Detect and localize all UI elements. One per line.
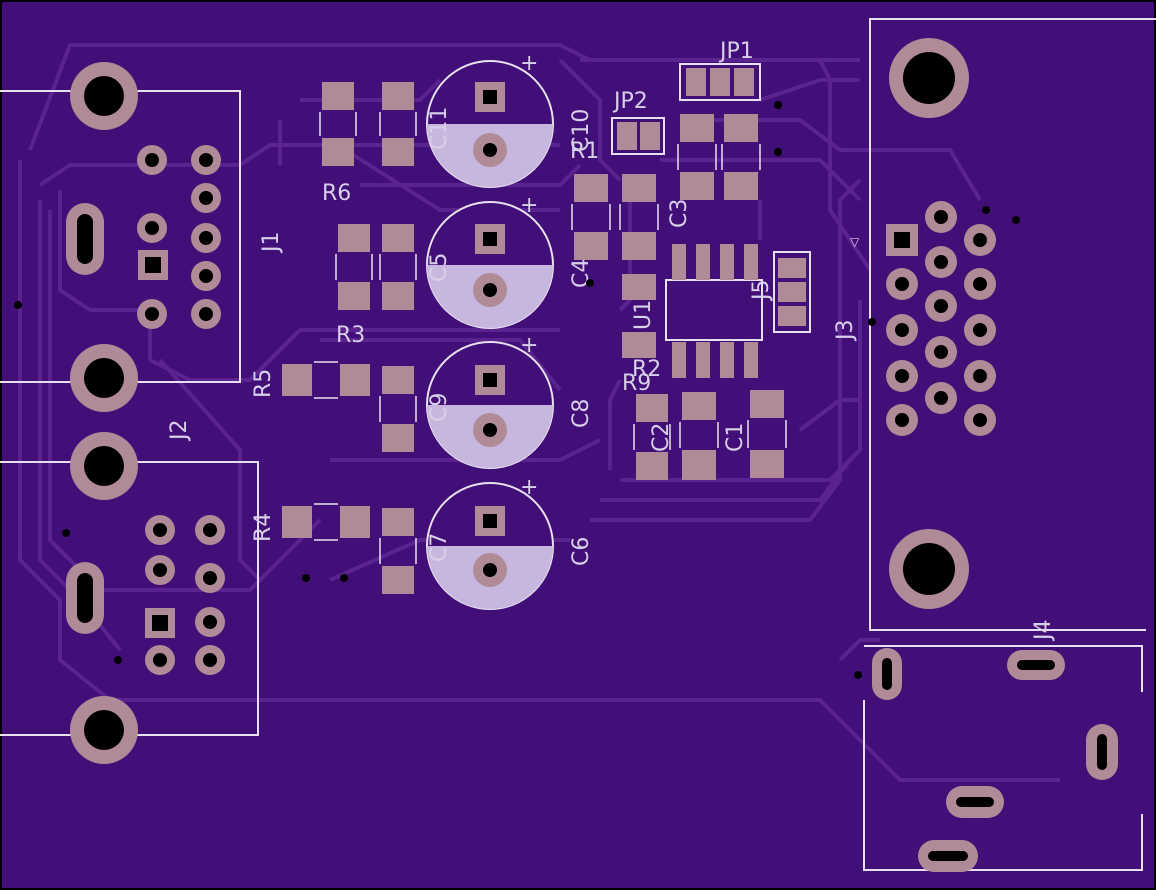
label-jp1: JP1 [718, 39, 754, 64]
j2-connector[interactable] [0, 432, 259, 764]
label-j3: J3 [833, 320, 858, 343]
power-jack-j4[interactable] [863, 645, 1143, 872]
polarity-marks: + + + + [520, 51, 538, 500]
capacitor-c7[interactable] [426, 482, 554, 610]
label-c6: C6 [569, 537, 594, 566]
svg-text:+: + [520, 333, 538, 358]
label-r3: R3 [336, 323, 365, 348]
label-j4: J4 [1031, 620, 1056, 643]
label-c8: C8 [569, 399, 594, 428]
label-r5: R5 [251, 369, 276, 398]
jumper-j5[interactable] [773, 251, 811, 333]
pin1-marker: ▽ [850, 235, 860, 249]
smd-outlines-left [314, 112, 417, 564]
label-c7: C7 [427, 533, 452, 562]
capacitor-c9[interactable] [426, 341, 554, 469]
label-c5: C5 [427, 253, 452, 282]
label-r6: R6 [322, 181, 351, 206]
label-j2: J2 [167, 420, 192, 443]
label-r2: R2 [632, 357, 661, 382]
vga-connector-j3[interactable] [869, 18, 1156, 631]
label-jp2: JP2 [612, 89, 648, 114]
jumper-jp1[interactable] [679, 63, 761, 101]
smd-pads-top[interactable] [282, 82, 414, 594]
label-c1: C1 [723, 423, 748, 452]
vias [14, 101, 1020, 679]
label-c3: C3 [667, 199, 692, 228]
label-r4: R4 [251, 513, 276, 542]
label-c9: C9 [427, 393, 452, 422]
smd-pads-middle[interactable] [574, 114, 784, 480]
label-j1: J1 [259, 232, 284, 255]
ic-u1[interactable] [665, 244, 763, 378]
label-u1: U1 [631, 300, 656, 330]
svg-text:+: + [520, 475, 538, 500]
label-c11: C11 [427, 107, 452, 150]
label-j5: J5 [749, 280, 774, 303]
capacitor-c5[interactable] [426, 201, 554, 329]
capacitor-c11[interactable] [426, 60, 554, 188]
label-r1: R1 [570, 139, 599, 164]
svg-text:+: + [520, 51, 538, 76]
svg-text:+: + [520, 193, 538, 218]
j1-connector[interactable] [0, 62, 241, 412]
label-c10: C10 [569, 109, 594, 152]
jumper-jp2[interactable] [611, 117, 665, 155]
smd-outlines-middle [571, 144, 787, 450]
label-r9: R9 [622, 371, 651, 396]
label-c2: C2 [649, 423, 674, 452]
